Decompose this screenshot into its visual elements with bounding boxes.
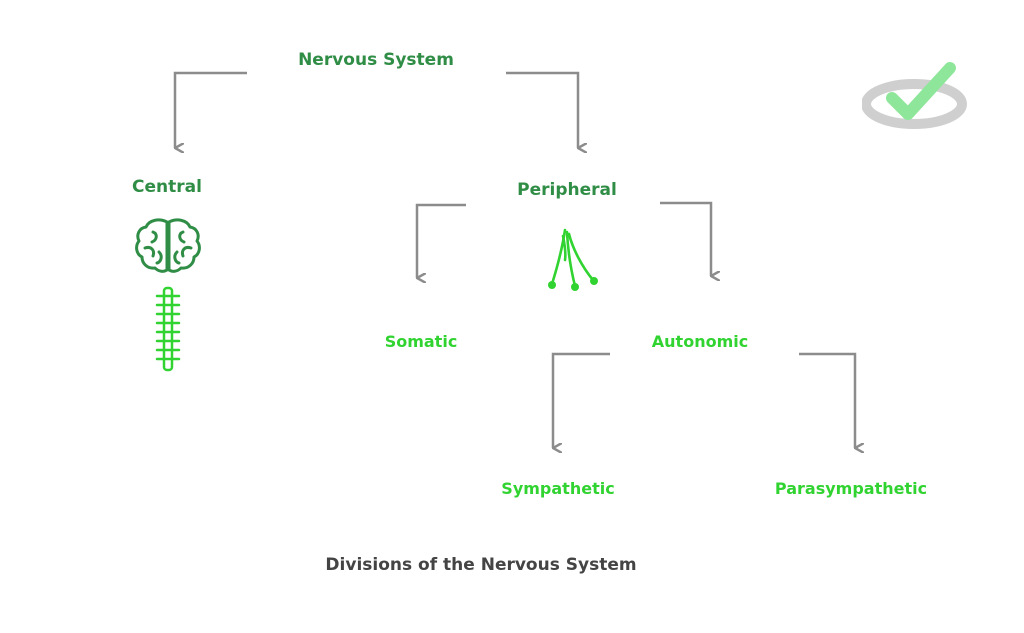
checkmark-logo-icon (862, 62, 967, 129)
connector-autonomic-sympathetic (551, 352, 610, 448)
connector-peripheral-somatic (415, 203, 466, 278)
node-nervous-system: Nervous System (298, 50, 454, 70)
connector-root-central (173, 71, 247, 148)
connector-autonomic-parasympathetic (799, 352, 855, 448)
node-parasympathetic: Parasympathetic (774, 479, 928, 498)
connector-root-peripheral (506, 71, 578, 148)
brain-icon (135, 218, 201, 273)
node-peripheral: Peripheral (517, 180, 617, 200)
diagram-caption: Divisions of the Nervous System (325, 555, 637, 575)
connector-peripheral-autonomic (660, 201, 711, 276)
node-autonomic: Autonomic (651, 332, 749, 351)
node-sympathetic: Sympathetic (501, 479, 615, 498)
node-somatic: Somatic (384, 332, 458, 351)
nerve-fibers-icon (548, 228, 598, 291)
node-central: Central (132, 177, 202, 197)
spinal-cord-icon (155, 286, 181, 372)
